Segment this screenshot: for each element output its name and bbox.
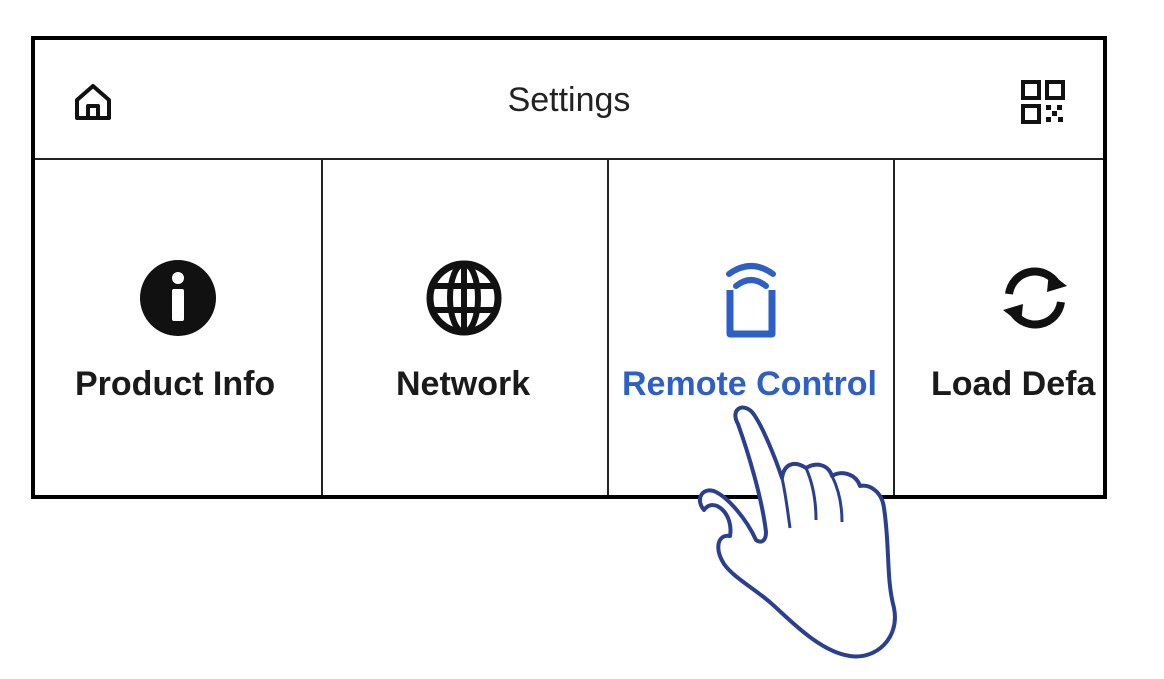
page-title: Settings [507,81,631,119]
tile-load-defaults[interactable]: Load Defa [893,160,1103,495]
qr-code-icon [1021,80,1065,124]
refresh-icon [1003,267,1067,329]
home-button[interactable] [71,80,115,124]
pointing-hand-icon [697,405,897,659]
remote-control-icon [726,263,776,338]
settings-screen: Settings Product Info [31,36,1107,499]
tile-network[interactable]: Network [321,160,607,495]
home-icon [75,84,111,120]
globe-icon [426,260,502,336]
info-icon [140,260,216,336]
qr-code-button[interactable] [1021,80,1065,124]
tile-remote-control[interactable]: Remote Control [607,160,893,495]
tile-label: Load Defa [931,365,1096,403]
tile-label: Network [396,365,531,403]
header-bar: Settings [35,40,1103,160]
tile-product-info[interactable]: Product Info [35,160,321,495]
settings-tiles: Product Info Network Remote Control [35,160,1103,495]
tile-label: Product Info [75,365,276,403]
tile-label: Remote Control [622,365,877,403]
